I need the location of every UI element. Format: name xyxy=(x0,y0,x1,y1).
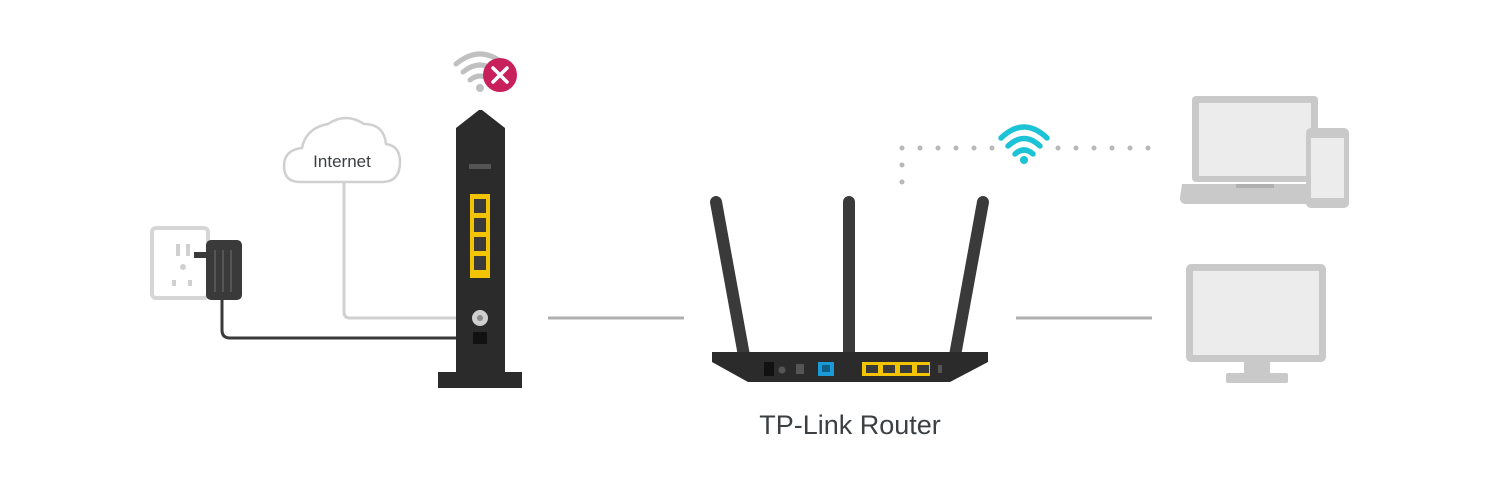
cloud-label: Internet xyxy=(313,152,371,171)
power-outlet-icon xyxy=(150,226,210,300)
wifi-signal-icon xyxy=(998,124,1050,164)
power-adapter-icon xyxy=(194,240,470,340)
desktop-monitor-icon xyxy=(1186,264,1326,383)
router-label: TP-Link Router xyxy=(759,410,941,440)
laptop-icon xyxy=(1180,96,1334,204)
cloud-icon: Internet xyxy=(282,116,472,320)
modem-icon xyxy=(438,110,522,388)
wireless-dotted-path xyxy=(899,145,1151,185)
wifi-disabled-icon xyxy=(453,51,517,92)
phone-icon xyxy=(1306,128,1349,208)
router-icon xyxy=(710,196,989,382)
